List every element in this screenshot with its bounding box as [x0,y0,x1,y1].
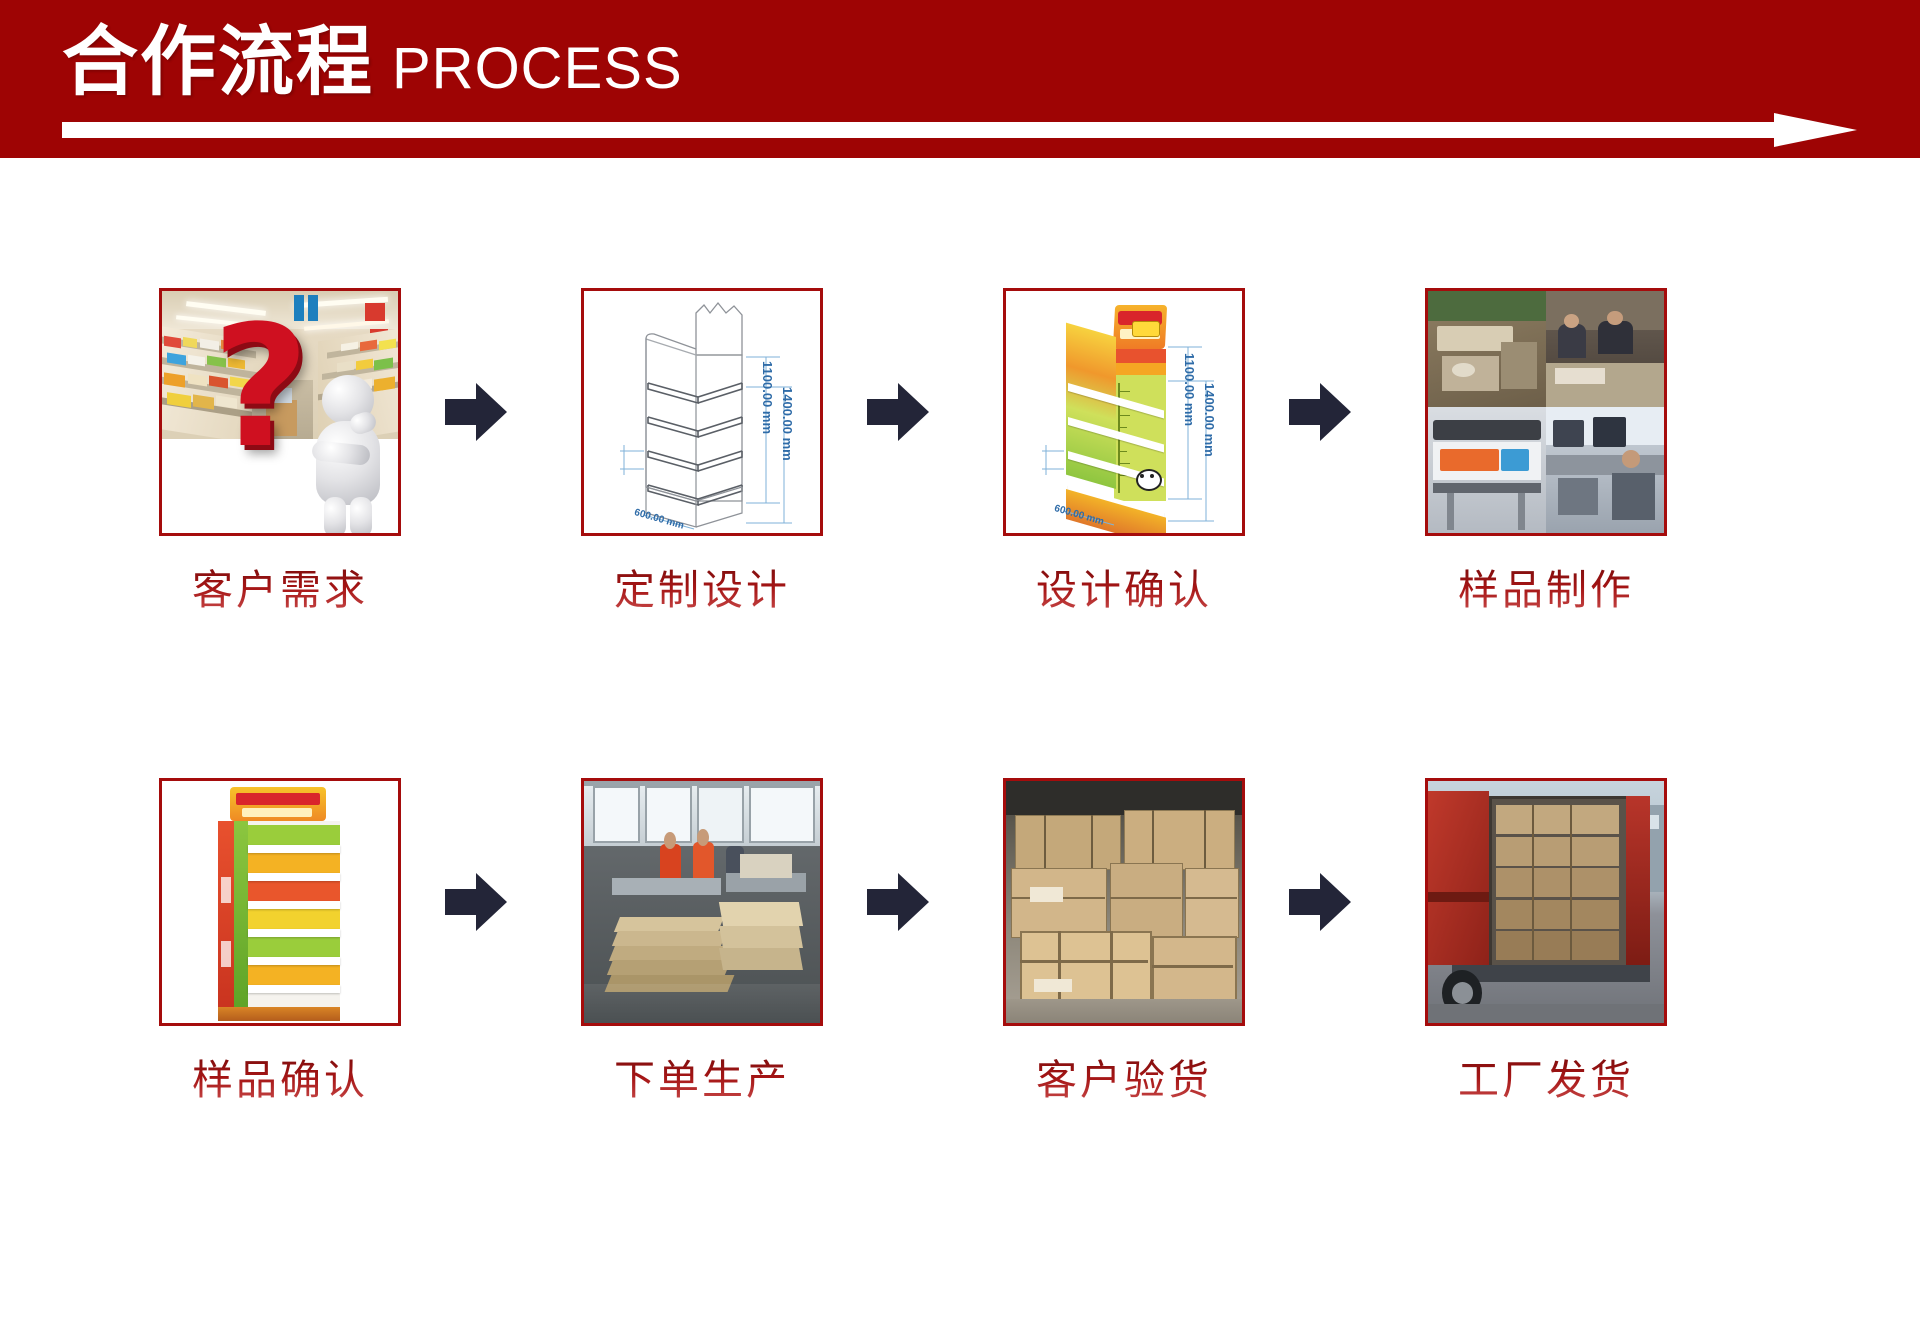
connector-arrow-5 [852,778,944,1026]
slide-header: 合作流程 PROCESS [0,0,1920,158]
connector-arrow-3 [1274,288,1366,536]
step-8-image-card[interactable] [1425,778,1667,1026]
process-step-2[interactable]: 1100.00 mm 1400.00 mm 600.00 mm 定制设计 [552,288,852,614]
right-arrow-icon [1289,873,1351,931]
step-5-caption: 样品确认 [192,1056,368,1104]
step-4-image-card[interactable] [1425,288,1667,536]
process-step-7[interactable]: 客户验货 [974,778,1274,1104]
step-7-caption: 客户验货 [1036,1056,1212,1104]
process-step-8[interactable]: 工厂发货 [1396,778,1696,1104]
step-1-image-card[interactable]: ? [159,288,401,536]
packed-cartons-inspection [1006,781,1242,1023]
connector-arrow-2 [852,288,944,536]
connector-arrow-1 [430,288,522,536]
finished-sample-display-stand [162,781,398,1023]
right-arrow-icon [1289,383,1351,441]
dimension-height-1100: 1100.00 mm [760,361,775,435]
step-5-image-card[interactable] [159,778,401,1026]
header-progress-arrow [62,113,1857,147]
step-3-caption: 设计确认 [1036,566,1212,614]
thinking-person-figure [294,369,398,533]
page-title-cn: 合作流程 [62,17,374,106]
step-1-caption: 客户需求 [192,566,368,614]
process-step-1[interactable]: ? 客户需求 [130,288,430,614]
page-title-en: PROCESS [392,36,683,101]
colored-rendering-display-stand [1006,291,1242,533]
step-4-caption: 样品制作 [1458,566,1634,614]
factory-production-line [584,781,820,1023]
dimension-leaders [1042,346,1214,526]
process-step-4[interactable]: 样品制作 [1396,288,1696,614]
step-2-image-card[interactable]: 1100.00 mm 1400.00 mm 600.00 mm [581,288,823,536]
process-row-2: 样品确认 [0,778,1920,1198]
supermarket-aisle-photo [162,291,398,439]
right-arrow-icon [867,873,929,931]
process-step-6[interactable]: 下单生产 [552,778,852,1104]
dimension-height-1400: 1400.00 mm [1202,383,1217,457]
step-8-caption: 工厂发货 [1458,1056,1634,1104]
step-3-image-card[interactable]: 1100.00 mm 1400.00 mm 600.00 mm [1003,288,1245,536]
process-step-3[interactable]: 1100.00 mm 1400.00 mm 600.00 mm 设计确认 [974,288,1274,614]
sample-production-photo-collage [1428,291,1664,533]
process-row-1: ? 客户需求 [0,288,1920,708]
step-6-caption: 下单生产 [614,1056,790,1104]
right-arrow-icon [867,383,929,441]
right-arrow-icon [445,383,507,441]
truck-loading-shipment [1428,781,1664,1023]
step-2-caption: 定制设计 [614,566,790,614]
connector-arrow-6 [1274,778,1366,1026]
dimension-height-1400: 1400.00 mm [780,387,795,461]
header-title-group: 合作流程 PROCESS [62,14,683,117]
process-flow: ? 客户需求 [0,158,1920,1320]
right-arrow-icon [445,873,507,931]
step-6-image-card[interactable] [581,778,823,1026]
cad-line-drawing-display-stand [620,301,792,530]
dimension-height-1100: 1100.00 mm [1182,353,1197,427]
process-step-5[interactable]: 样品确认 [130,778,430,1104]
step-7-image-card[interactable] [1003,778,1245,1026]
question-mark-3d: ? [212,289,310,485]
connector-arrow-4 [430,778,522,1026]
